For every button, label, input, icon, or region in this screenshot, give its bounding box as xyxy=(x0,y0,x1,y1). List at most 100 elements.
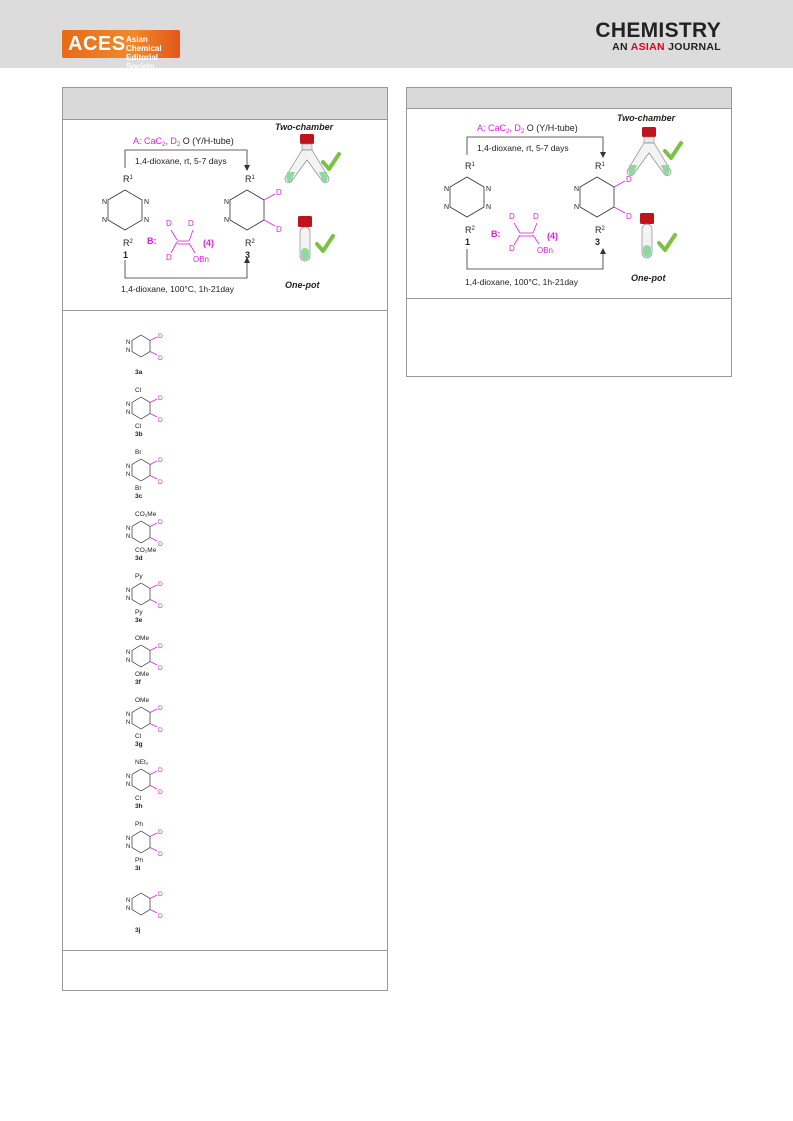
svg-text:B:: B: xyxy=(147,236,157,246)
compound-cd-bond xyxy=(149,723,158,728)
compound-top-substituent: Cl xyxy=(135,387,142,394)
compound-bottom-substituent: Cl xyxy=(135,733,142,740)
journal-sub-a: AN xyxy=(612,41,631,53)
svg-text:R1: R1 xyxy=(465,161,476,171)
compound-cd-bond xyxy=(149,847,158,852)
svg-text:D: D xyxy=(533,212,539,221)
svg-text:3: 3 xyxy=(595,237,600,247)
compound-ring xyxy=(131,830,151,854)
compound-deuterium: D xyxy=(158,333,163,340)
compound-top-substituent: Br xyxy=(135,449,142,456)
svg-text:N: N xyxy=(144,217,149,224)
compound-cd-bond xyxy=(149,770,158,775)
left-table-divider-2 xyxy=(63,310,387,311)
svg-text:OBn: OBn xyxy=(193,255,209,264)
one-pot-label: One-pot xyxy=(285,280,320,290)
aces-logo-subtitle: Asian Chemical Editorial Society xyxy=(126,35,180,71)
svg-text:D: D xyxy=(626,175,632,184)
compound-deuterium: D xyxy=(158,767,163,774)
compound-deuterium: D xyxy=(158,643,163,650)
svg-text:N: N xyxy=(102,199,107,206)
compound-deuterium: D xyxy=(158,355,163,362)
compound-n-atom: N xyxy=(126,596,130,602)
svg-text:(4): (4) xyxy=(203,238,214,248)
compound-cd-bond xyxy=(149,832,158,837)
route-b-conditions-right: 1,4-dioxane, 100°C, 1h-21day xyxy=(465,277,579,287)
compound-deuterium: D xyxy=(158,851,163,858)
compound-n-atom: N xyxy=(126,658,130,664)
aces-logo-text: ACES xyxy=(68,33,126,55)
compound-deuterium: D xyxy=(158,829,163,836)
svg-text:R1: R1 xyxy=(245,174,256,184)
compound-n-atom: N xyxy=(126,898,130,904)
compound-bottom-substituent: Ph xyxy=(135,857,143,864)
svg-text:N: N xyxy=(444,204,449,211)
compound-cd-bond xyxy=(149,909,158,914)
svg-text:N: N xyxy=(574,204,579,211)
compound-deuterium: D xyxy=(158,417,163,424)
two-chamber-flask-icon-right xyxy=(626,127,672,176)
compound-label: 3a xyxy=(135,369,143,376)
left-table: A: CaC2, D2 O (Y/H-tube) 1,4-dioxane, rt… xyxy=(62,87,388,991)
svg-text:D: D xyxy=(276,188,282,197)
compound-n-atom: N xyxy=(126,782,130,788)
compound-n-atom: N xyxy=(126,836,130,842)
one-pot-check-icon xyxy=(315,234,335,253)
reaction-scheme-right: A: CaC2, D2 O (Y/H-tube) 1,4-dioxane, rt… xyxy=(444,113,683,287)
compound-cd-bond xyxy=(149,336,158,341)
compound-cd-bond xyxy=(149,522,158,527)
compound-cd-bond xyxy=(149,708,158,713)
two-chamber-check-icon xyxy=(321,152,341,171)
compound-deuterium: D xyxy=(158,457,163,464)
right-table-divider-1 xyxy=(407,108,731,109)
compound-ring xyxy=(131,458,151,482)
compound-n-atom: N xyxy=(126,472,130,478)
compound-deuterium: D xyxy=(158,395,163,402)
svg-text:D: D xyxy=(166,219,172,228)
left-table-header xyxy=(63,88,387,119)
compound-bottom-substituent: Br xyxy=(135,485,142,492)
journal-subtitle: AN ASIAN JOURNAL xyxy=(595,41,721,53)
svg-text:D: D xyxy=(509,244,515,253)
compound-cd-bond xyxy=(149,537,158,542)
compound-top-substituent: CO₂Me xyxy=(135,511,157,518)
tetrazine-1-right: R1 N N N N R2 1 xyxy=(444,161,491,247)
route-a-label: A: CaC2, D2 O (Y/H-tube) xyxy=(133,136,234,148)
svg-text:R1: R1 xyxy=(595,161,606,171)
compound-ring xyxy=(131,644,151,668)
compound-ring xyxy=(131,768,151,792)
svg-text:(4): (4) xyxy=(547,231,558,241)
svg-text:R2: R2 xyxy=(123,238,134,248)
compound-n-atom: N xyxy=(126,720,130,726)
compound-cd-bond xyxy=(149,584,158,589)
journal-logo: CHEMISTRY AN ASIAN JOURNAL xyxy=(595,19,721,53)
svg-text:N: N xyxy=(486,186,491,193)
compound-label: 3f xyxy=(135,679,142,686)
compound-top-substituent: Ph xyxy=(135,821,143,828)
right-table-divider-2 xyxy=(407,298,731,299)
svg-text:N: N xyxy=(486,204,491,211)
svg-text:D: D xyxy=(166,253,172,262)
svg-text:N: N xyxy=(102,217,107,224)
compound-ring xyxy=(131,892,151,916)
compound-deuterium: D xyxy=(158,519,163,526)
left-table-divider-1 xyxy=(63,119,387,120)
compound-top-substituent: Py xyxy=(135,573,143,580)
journal-header-bar: ACES Asian Chemical Editorial Society CH… xyxy=(0,0,793,71)
compound-n-atom: N xyxy=(126,588,130,594)
aces-sub-line1: Asian Chemical xyxy=(126,35,162,53)
compound-top-substituent: OMe xyxy=(135,697,149,704)
one-pot-tube-icon xyxy=(298,216,312,262)
journal-sub-asian: ASIAN xyxy=(630,41,665,53)
journal-title: CHEMISTRY xyxy=(595,19,721,42)
compound-deuterium: D xyxy=(158,891,163,898)
compound-deuterium: D xyxy=(158,479,163,486)
compound-n-atom: N xyxy=(126,464,130,470)
compound-label: 3c xyxy=(135,493,143,500)
compound-n-atom: N xyxy=(126,534,130,540)
